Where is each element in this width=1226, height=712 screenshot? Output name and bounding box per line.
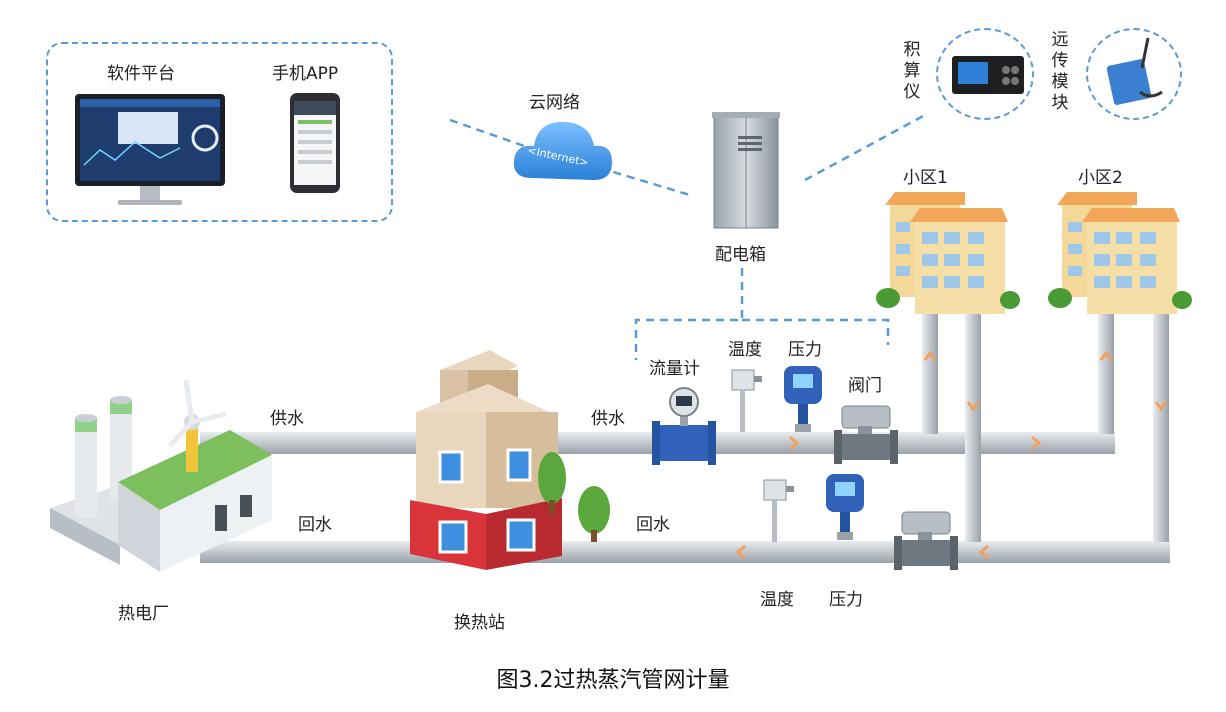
remote-module-ring	[1086, 28, 1182, 120]
riser-1b	[965, 310, 981, 542]
valve-icon	[894, 511, 958, 570]
flow-arrow	[923, 350, 937, 361]
valve-label: 阀门	[848, 376, 882, 396]
thermometer-icon	[731, 369, 762, 432]
flow-arrow	[1154, 401, 1168, 412]
temperature-supply-label: 温度	[728, 340, 762, 360]
link-cabinet-instruments	[804, 113, 926, 182]
district-2-label: 小区2	[1078, 168, 1123, 188]
totalizer-ring	[936, 28, 1034, 120]
flow-arrow	[789, 435, 800, 451]
flow-arrow	[978, 544, 989, 560]
flow-arrow	[735, 544, 746, 560]
return-water-left-label: 回水	[298, 515, 332, 535]
distribution-box-label: 配电箱	[715, 245, 766, 265]
riser-2a	[1098, 310, 1114, 434]
flow-arrows	[735, 350, 1168, 560]
totalizer-label: 积算仪	[903, 40, 921, 102]
remote-module-label: 远传模块	[1051, 30, 1069, 113]
station-icon	[410, 350, 562, 570]
network-links	[449, 113, 926, 360]
phone-icon	[290, 93, 340, 193]
mobile-app-label: 手机APP	[272, 64, 339, 84]
factory-icon	[50, 379, 272, 572]
supply-water-left-label: 供水	[270, 409, 304, 429]
flow-arrow	[1031, 435, 1042, 451]
platform-frame	[46, 42, 393, 222]
heat-exchange-station-label: 换热站	[454, 613, 505, 633]
power-plant-label: 热电厂	[118, 604, 169, 624]
link-cloud-cabinet	[599, 166, 691, 197]
riser-2b	[1153, 310, 1169, 542]
return-pipe	[200, 541, 1170, 563]
link-cabinet-flowmeter	[634, 268, 744, 360]
link-cabinet-valve	[742, 318, 890, 345]
pressure-transmitter-icon	[826, 474, 864, 540]
supply-water-mid-label: 供水	[591, 409, 625, 429]
link-platform-cloud	[449, 118, 531, 150]
pressure-return-label: 压力	[829, 590, 863, 610]
cabinet-icon	[712, 112, 780, 229]
cloud-icon	[513, 121, 612, 180]
district-1-label: 小区1	[903, 168, 948, 188]
cloud-network-label: 云网络	[529, 93, 580, 113]
apartment-icon	[1048, 192, 1192, 314]
monitor-icon	[75, 94, 225, 205]
software-platform-label: 软件平台	[107, 64, 175, 84]
valve-icon	[834, 405, 898, 464]
flowmeter-label: 流量计	[649, 359, 700, 379]
flowmeter-icon	[652, 387, 716, 465]
pressure-supply-label: 压力	[788, 340, 822, 360]
tree-icon	[538, 452, 610, 542]
figure-caption: 图3.2过热蒸汽管网计量	[496, 668, 730, 693]
return-water-mid-label: 回水	[636, 515, 670, 535]
flow-arrow	[966, 401, 980, 412]
riser-1a	[922, 310, 938, 434]
apartment-icon	[876, 192, 1020, 314]
temperature-return-label: 温度	[760, 590, 794, 610]
pressure-transmitter-icon	[784, 366, 822, 432]
flow-arrow	[1099, 350, 1113, 361]
thermometer-icon	[763, 479, 794, 542]
